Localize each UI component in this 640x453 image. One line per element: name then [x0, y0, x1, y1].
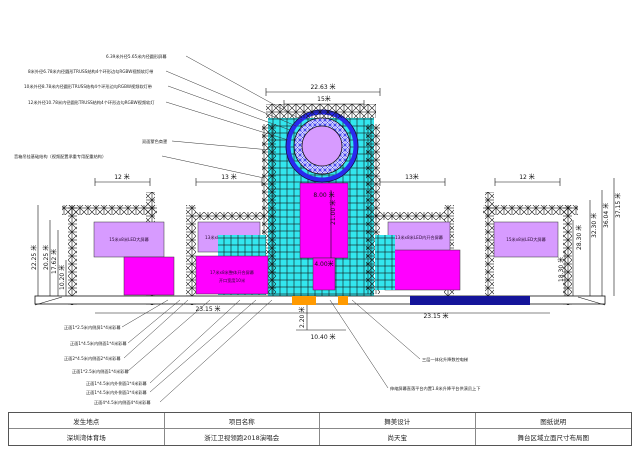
circular-screen: [285, 109, 359, 183]
center-screen: [299, 182, 349, 259]
central-structure: 17米x8米整体开合屏幕 开口宽度10米: [195, 104, 395, 296]
top-header-truss: [266, 104, 376, 118]
stage-label-1: 17米x8米整体开合屏幕: [210, 269, 255, 276]
dim-top-width: 22.63 米: [310, 83, 335, 91]
callouts-bottom-right: 三层一体化升降数控电梯 伸缩屏幕直落平台内置1.8米升降平台供演员上下: [329, 299, 480, 392]
dimension-labels: 22.63 米 15米 12 米 13 米 13米 12 米 8.00 米 21…: [30, 83, 622, 341]
right-wing-screen: [493, 221, 559, 258]
value-description: 舞台区域立面尺寸布局图: [517, 434, 590, 442]
left-inner-truss: [195, 212, 265, 220]
dim-left-wing: 12 米: [114, 173, 130, 181]
value-location: 深圳湾体育场: [9, 429, 165, 445]
callout-top-3: 12米外径10.78米内径圆形TRUSS结构4个环形边勾RGBW视频软灯: [28, 99, 155, 106]
value-designer: 尚天宝: [320, 429, 476, 445]
dim-right-v-2: 32.30 米: [590, 213, 598, 238]
callout-top-2: 10米外径8.78米内径圆形TRUSS结构4个环形边勾RGBW视频软灯带: [24, 83, 152, 90]
callout-mid-2: 音箱吊挂基础结构（视频配置承重专用配重结构）: [14, 153, 106, 160]
right-inner-truss: [375, 212, 445, 220]
value-project: 浙江卫视领跑2018演唱会: [165, 429, 320, 445]
title-block: 发生地点 项目名称 舞美设计 图纸说明 深圳湾体育场 浙江卫视领跑2018演唱会…: [8, 412, 632, 446]
left-wing-truss: [62, 205, 157, 215]
callouts-bottom-left: 正面1*2.5米内侧屏1*4米彩幕 正面1*4.5米内侧面1*4米彩幕 正面2*…: [64, 299, 273, 406]
dim-right-wing: 12 米: [519, 173, 535, 181]
callouts-top: 6.39米外径5.65米内径圆形屏幕 8米外径6.78米内径圆形TRUSS结构4…: [14, 53, 303, 179]
left-inner-tower: [186, 205, 196, 305]
callout-mid-1: 双面蒙色商罩: [142, 138, 167, 145]
dim-right-v-3: 36.04 米: [602, 203, 610, 228]
callout-br-1: 伸缩屏幕直落平台内置1.8米升降平台供演员上下: [390, 385, 480, 392]
stage-base: [34, 295, 606, 306]
callout-bl-0: 正面1*2.5米内侧屏1*4米彩幕: [64, 324, 121, 331]
dim-right-inner: 13米: [405, 173, 419, 181]
callout-bl-2: 正面2*4.5米内侧面2*4米彩幕: [64, 355, 121, 362]
left-stage-screen: [195, 255, 269, 295]
right-orange-lift: [338, 296, 348, 305]
right-cyan-column: [375, 235, 395, 290]
callout-bl-3: 正面1*2.5米内侧面1*4米彩幕: [72, 368, 129, 375]
dim-left-v-2: 17.62 米: [50, 249, 58, 274]
callout-bl-6: 正面4*4.5米内侧面4*4米彩幕: [94, 399, 151, 406]
callout-top-0: 6.39米外径5.65米内径圆形屏幕: [106, 53, 167, 60]
stage-deck: [34, 295, 606, 305]
center-orange-lift: [292, 296, 316, 305]
stage-slopes: [34, 296, 606, 306]
callout-top-1: 8米外径6.78米内径圆形TRUSS结构4个环形边勾RGBW视频软灯带: [28, 68, 153, 75]
dim-left-v-1: 20.25 米: [42, 245, 50, 270]
dim-right-v-1: 28.30 米: [575, 225, 583, 250]
callout-bl-1: 正面1*4.5米内侧面1*4米彩幕: [70, 340, 127, 347]
dim-bottom-h: 10.40 米: [310, 333, 335, 341]
right-wing-truss: [483, 205, 578, 215]
header-location: 发生地点: [9, 413, 165, 429]
left-wing-lower-screen: [123, 256, 175, 296]
dim-bottom-v: 2.20 米: [298, 307, 306, 328]
dim-base-left: 23.15 米: [195, 305, 220, 313]
dim-left-v-0: 22.25 米: [30, 245, 38, 270]
dimension-lines: [37, 88, 615, 331]
dim-right-v-0: 18.30 米: [557, 257, 565, 282]
dim-left-inner: 13 米: [221, 173, 237, 181]
right-wing-screen-label: 15米x8米LED大屏幕: [506, 236, 546, 243]
dim-center-small: 4.00米: [314, 260, 333, 268]
right-mid-tower: [485, 192, 494, 305]
right-outer-tower: [563, 205, 572, 305]
inner-screen-disc: [301, 125, 343, 167]
dim-base-right: 23.15 米: [423, 312, 448, 320]
right-navy-platform: [410, 296, 530, 305]
right-inner-lower-screen: [384, 249, 461, 291]
header-project: 项目名称: [164, 413, 320, 429]
left-wing-screen-label: 15米x8米LED大屏幕: [109, 236, 149, 243]
left-wing-screen: [93, 221, 165, 258]
right-inner-screen-label: 13米x8米LED内开合屏幕: [395, 234, 444, 241]
callout-bl-4: 正面1*4.5米内外侧面1*4米彩幕: [86, 380, 148, 387]
callout-br-0: 三层一体化升降数控电梯: [422, 356, 468, 363]
center-small-screen: [312, 257, 336, 291]
dim-right-v-4: 37.15 米: [614, 193, 622, 218]
dim-upper-width: 15米: [317, 95, 331, 103]
stage-label-2: 开口宽度10米: [219, 277, 246, 284]
dim-left-v-3: 10.20 米: [58, 265, 66, 290]
header-designer: 舞美设计: [320, 413, 476, 429]
dim-center-screen: 8.00 米: [313, 191, 334, 199]
header-description: 图纸说明: [475, 413, 631, 429]
callout-bl-5: 正面1*4.5米内外侧面1*4米彩幕: [86, 389, 148, 396]
dim-center-height: 21.00 米: [329, 200, 337, 225]
left-outer-tower: [68, 205, 77, 305]
